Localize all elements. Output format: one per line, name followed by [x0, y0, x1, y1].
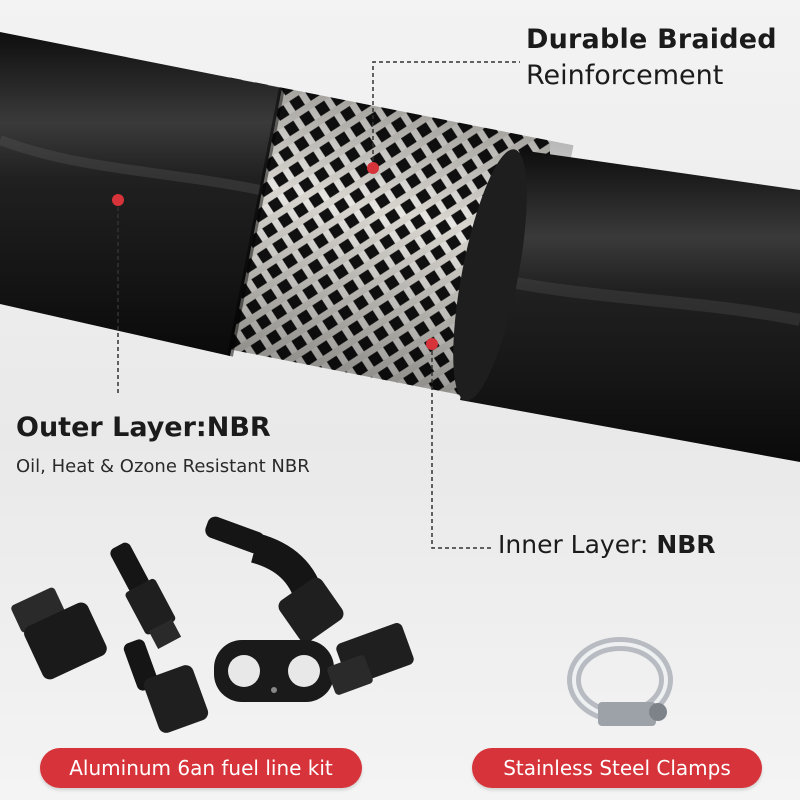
- leader-lines: [117, 61, 520, 549]
- quick-connect-fitting: [11, 587, 107, 680]
- inner-leader-line: [431, 344, 494, 549]
- braided-title: Durable Braided: [526, 24, 777, 55]
- hose-outer-left: [0, 32, 285, 357]
- inner-layer-prefix: Inner Layer:: [498, 530, 657, 559]
- inner-layer-label: Inner Layer: NBR: [498, 530, 716, 559]
- adapter-fitting: [327, 623, 414, 695]
- outer-layer-title: Outer Layer:NBR: [16, 412, 271, 443]
- kit-badge: Aluminum 6an fuel line kit: [40, 748, 362, 788]
- braided-subtitle: Reinforcement: [526, 60, 724, 91]
- outer-marker-dot: [112, 194, 124, 206]
- outer-layer-subtitle: Oil, Heat & Ozone Resistant NBR: [16, 456, 310, 477]
- fittings-kit-illustration: [11, 516, 414, 733]
- straight-fitting: [110, 542, 182, 649]
- hose-separator-clamp: [214, 640, 334, 702]
- clamps-badge: Stainless Steel Clamps: [472, 748, 762, 788]
- elbow-fitting: [205, 516, 344, 643]
- braided-marker-dot: [367, 162, 379, 174]
- inner-layer-value: NBR: [656, 530, 716, 559]
- braided-leader-line: [372, 61, 520, 168]
- stainless-clamp-illustration: [567, 637, 673, 726]
- hose-outer-right: [453, 149, 800, 462]
- inner-marker-dot: [426, 338, 438, 350]
- push-lock-fitting: [123, 639, 209, 733]
